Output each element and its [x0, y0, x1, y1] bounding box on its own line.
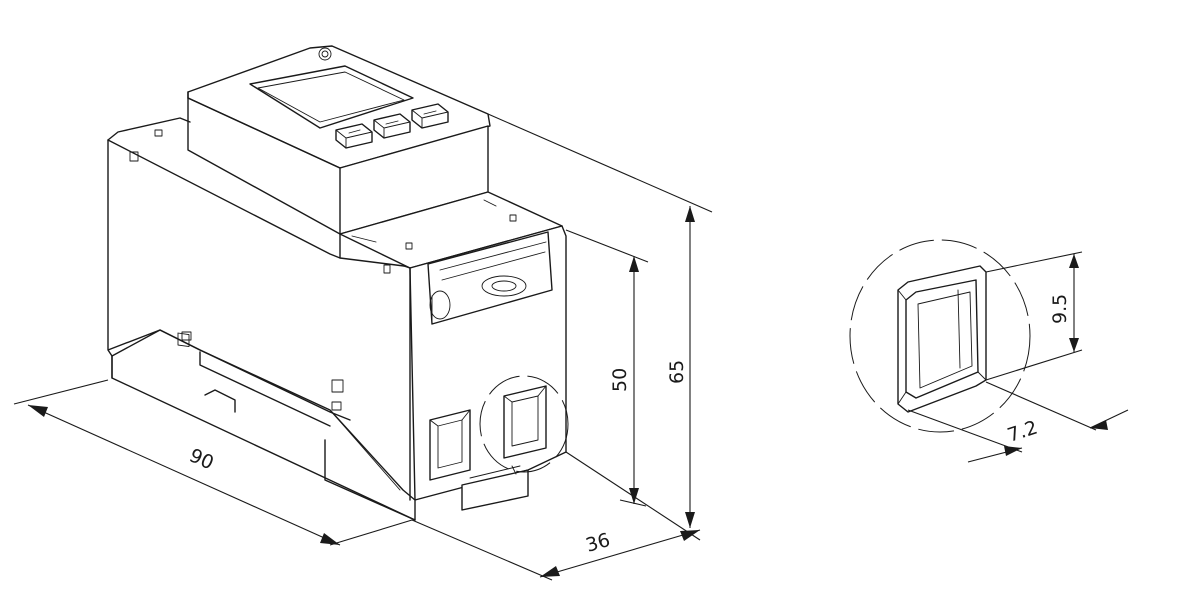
button-left [335, 123, 373, 149]
button-middle [373, 113, 411, 139]
dim-label-50: 50 [609, 368, 631, 392]
terminal-clip-right [503, 385, 547, 459]
terminal-clip-left [429, 409, 471, 481]
detail-circle [479, 375, 569, 473]
dimension-65: 65 [487, 113, 713, 528]
clip-square [154, 129, 163, 137]
button-right [411, 103, 449, 129]
clip-square [331, 401, 342, 411]
clip-square [129, 151, 139, 162]
dim-label-7-2: 7.2 [1005, 416, 1041, 446]
dim-label-9-5: 9.5 [1049, 294, 1071, 324]
dim-label-65: 65 [666, 360, 688, 384]
top-screw-hole [318, 47, 332, 61]
detail-clip-outer [897, 265, 987, 413]
dimension-9-5: 9.5 [985, 251, 1083, 381]
dim-label-90: 90 [186, 444, 217, 474]
dimension-50: 50 [565, 229, 649, 507]
din-rail-latch [461, 469, 529, 511]
dim-label-36: 36 [583, 529, 612, 557]
clip-square [383, 264, 391, 274]
terminal-clip-detail-view: 9.5 7.2 [849, 239, 1129, 463]
clip-square [331, 379, 344, 393]
clip-square [177, 332, 190, 348]
meter-body [107, 45, 569, 521]
clip-square [181, 331, 192, 341]
detail-circle-enlarged [849, 239, 1031, 433]
lcd-display-window [249, 65, 414, 129]
